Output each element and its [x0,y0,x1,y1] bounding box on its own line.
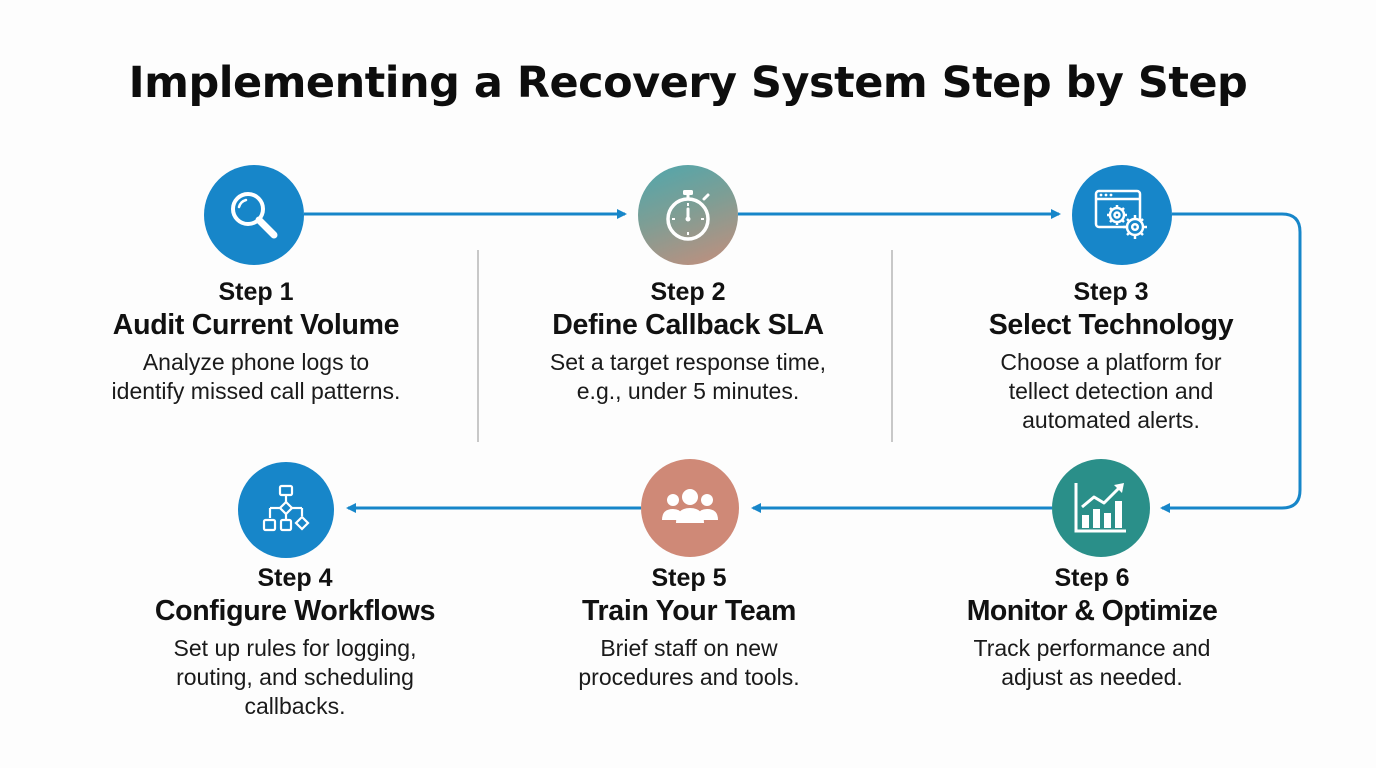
step-description: Analyze phone logs to identify missed ca… [66,348,446,406]
flowchart-icon [262,484,310,532]
description-line: Analyze phone logs to [142,349,370,375]
step-title: Configure Workflows [154,595,436,627]
step-label: Step 2 [650,278,726,306]
step-label: Step 1 [218,278,294,306]
step-1-icon-circle [204,165,304,265]
step-label: Step 4 [257,564,333,592]
step-description: Track performance and adjust as needed. [902,634,1282,692]
step-title: Select Technology [988,309,1234,341]
step-label: Step 5 [651,564,727,592]
step-title: Audit Current Volume [112,309,400,341]
stopwatch-icon [666,190,710,241]
step-title: Monitor & Optimize [966,595,1218,627]
description-line: routing, and scheduling [176,664,414,690]
step-4-icon-circle [238,462,334,558]
step-3-block: Step 3 Select Technology Choose a platfo… [921,277,1301,435]
description-line: Choose a platform for [1000,349,1222,375]
step-title: Define Callback SLA [552,309,824,341]
step-6-block: Step 6 Monitor & Optimize Track performa… [902,563,1282,692]
description-line: Brief staff on new [600,635,778,661]
step-label: Step 6 [1054,564,1130,592]
step-description: Choose a platform for tellect detection … [921,348,1301,435]
team-icon [662,489,718,523]
step-2-block: Step 2 Define Callback SLA Set a target … [498,277,878,406]
description-line: identify missed call patterns. [111,378,401,404]
description-line: callbacks. [244,693,346,719]
step-description: Set a target response time, e.g., under … [498,348,878,406]
description-line: adjust as needed. [1001,664,1183,690]
arrow-step3-to-step6 [1160,212,1302,513]
description-line: e.g., under 5 minutes. [576,378,800,404]
description-line: tellect detection and [1008,378,1214,404]
step-description: Brief staff on new procedures and tools. [499,634,879,692]
step-6-icon-circle [1052,459,1150,557]
step-label: Step 3 [1073,278,1149,306]
step-4-block: Step 4 Configure Workflows Set up rules … [105,563,485,721]
description-line: automated alerts. [1022,407,1200,433]
description-line: Track performance and [973,635,1211,661]
description-line: Set a target response time, [549,349,827,375]
page-title: Implementing a Recovery System Step by S… [128,58,1248,108]
description-line: procedures and tools. [578,664,800,690]
step-description: Set up rules for logging, routing, and s… [105,634,485,721]
step-5-block: Step 5 Train Your Team Brief staff on ne… [499,563,879,692]
description-line: Set up rules for logging, [173,635,417,661]
step-2-icon-circle [638,165,738,265]
step-3-icon-circle [1072,165,1172,265]
step-title: Train Your Team [581,595,797,627]
step-1-block: Step 1 Audit Current Volume Analyze phon… [66,277,446,406]
trend-chart-icon [1074,483,1126,533]
magnifying-glass-icon [231,192,278,239]
browser-gears-icon [1094,189,1147,239]
step-5-icon-circle [641,459,739,557]
